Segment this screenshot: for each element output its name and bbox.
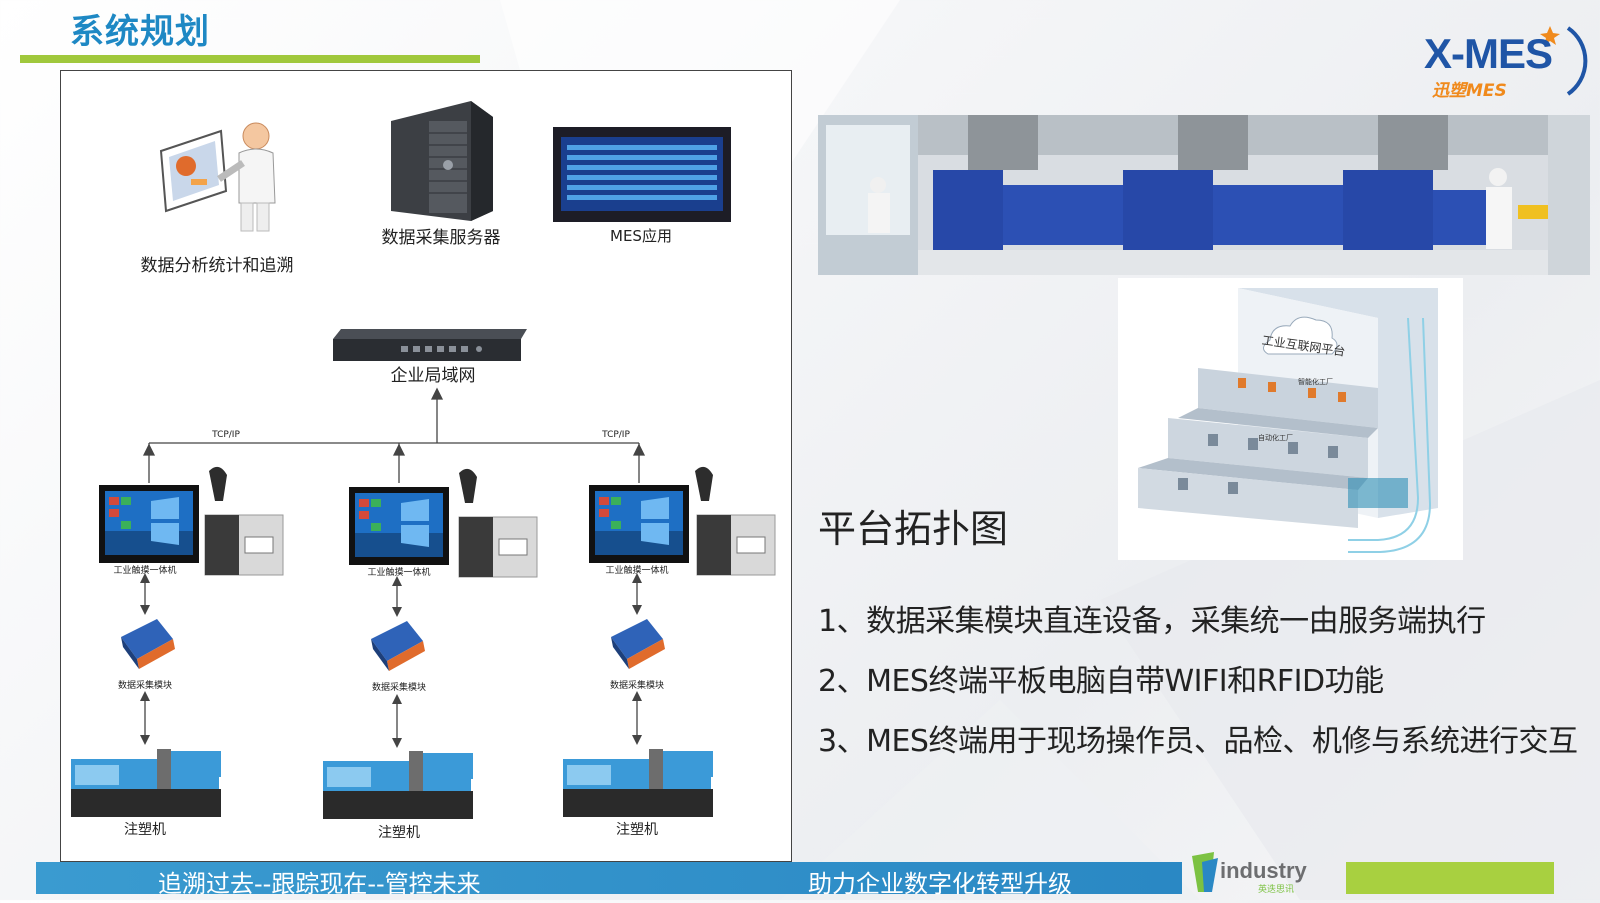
mes-app-label: MES应用 — [610, 227, 672, 245]
feature-item: 2、MES终端平板电脑自带WIFI和RFID功能 — [818, 664, 1384, 699]
footer-accent — [1346, 862, 1554, 894]
server-label: 数据采集服务器 — [382, 228, 501, 248]
platform-illustration: 工业互联网平台 智能化工厂 自动化工厂 — [1118, 278, 1463, 560]
footer-slogan-left: 追溯过去--跟踪现在--管控未来 — [158, 870, 481, 898]
logo-sub-text: 迅塑MES — [1432, 81, 1507, 101]
station-2 — [323, 468, 538, 819]
lan-label: 企业局域网 — [391, 366, 476, 386]
factory-photo — [818, 115, 1590, 275]
station-2-module-label: 数据采集模块 — [372, 681, 426, 693]
station-1-machine-label: 注塑机 — [124, 822, 166, 838]
industry-logo-subtext: 英迭思讯 — [1258, 883, 1294, 895]
station-3-module-label: 数据采集模块 — [610, 679, 664, 691]
station-3 — [563, 466, 776, 817]
network-switch-icon — [333, 329, 527, 361]
topology-title: 平台拓扑图 — [818, 507, 1009, 551]
station-2-terminal-label: 工业触摸一体机 — [367, 566, 430, 578]
platform-floor2-label: 自动化工厂 — [1258, 433, 1293, 442]
station-3-terminal-label: 工业触摸一体机 — [605, 564, 668, 576]
station-1-module-label: 数据采集模块 — [118, 679, 172, 691]
dashboard-screen-icon — [553, 127, 731, 222]
station-1-terminal-label: 工业触摸一体机 — [113, 564, 176, 576]
system-diagram: 数据分析统计和追溯 数据采集服务器 MES应用 — [60, 70, 792, 862]
station-3-machine-label: 注塑机 — [616, 822, 658, 838]
footer-bar — [36, 862, 1182, 894]
platform-floor1-label: 智能化工厂 — [1298, 377, 1333, 386]
server-icon — [391, 101, 493, 221]
page-title: 系统规划 — [70, 13, 210, 51]
feature-list: 1、数据采集模块直连设备，采集统一由服务端执行 2、MES终端平板电脑自带WIF… — [818, 592, 1588, 772]
analyst-icon — [159, 122, 276, 232]
connector-lines — [142, 387, 646, 483]
logo-main-text: X-MES — [1424, 30, 1553, 77]
feature-item: 3、MES终端用于现场操作员、品检、机修与系统进行交互 — [818, 724, 1578, 759]
xmes-logo: X-MES 迅塑MES — [1418, 22, 1590, 102]
feature-item: 1、数据采集模块直连设备，采集统一由服务端执行 — [818, 604, 1486, 639]
title-underline — [20, 55, 480, 63]
industry-logo: industry 英迭思讯 — [1188, 848, 1338, 898]
tcpip-label-right: TCP/IP — [601, 430, 630, 440]
footer-slogan-right: 助力企业数字化转型升级 — [808, 870, 1072, 898]
station-2-machine-label: 注塑机 — [378, 825, 420, 841]
analytics-label: 数据分析统计和追溯 — [141, 256, 294, 276]
tcpip-label-left: TCP/IP — [211, 430, 240, 440]
industry-logo-text: industry — [1220, 858, 1308, 883]
station-1 — [71, 466, 284, 817]
